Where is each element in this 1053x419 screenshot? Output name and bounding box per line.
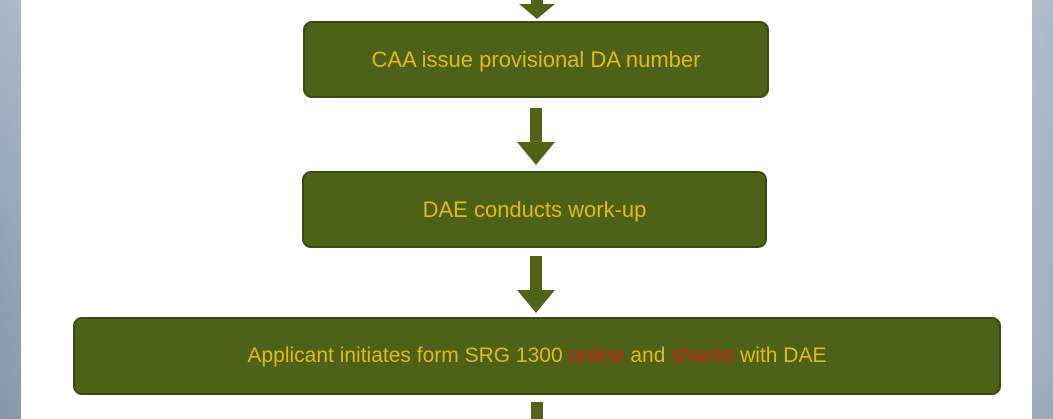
highlight-shares: shares <box>671 344 735 367</box>
flow-step-label: CAA issue provisional DA number <box>371 46 701 72</box>
flow-step-provisional-da: CAA issue provisional DA number <box>303 21 769 98</box>
flow-step-label: Applicant initiates form SRG 1300 online… <box>247 344 826 368</box>
arrow-down-icon <box>517 256 555 313</box>
arrow-down-icon <box>517 108 555 165</box>
flow-step-text: and <box>624 344 672 367</box>
flow-step-text: with DAE <box>734 344 827 367</box>
flow-step-dae-work-up: DAE conducts work-up <box>302 171 767 248</box>
flow-step-applicant-form: Applicant initiates form SRG 1300 online… <box>73 317 1001 395</box>
highlight-online: online <box>568 344 625 367</box>
arrow-down-icon <box>519 0 555 19</box>
arrow-down-icon <box>531 402 543 419</box>
flow-step-text: Applicant initiates form SRG 1300 <box>247 344 569 367</box>
flow-step-label: DAE conducts work-up <box>422 196 647 222</box>
